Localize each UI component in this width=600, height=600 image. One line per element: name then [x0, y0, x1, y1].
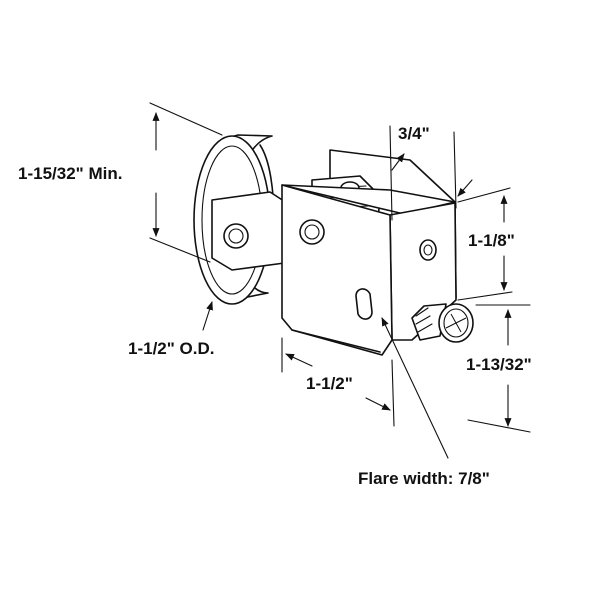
dimension-bracket-depth	[389, 125, 473, 221]
dimension-wheel-diameter	[202, 301, 213, 331]
phillips-cross-icon	[445, 313, 467, 333]
label-upper-height: 1-1/8"	[468, 231, 515, 250]
adjustment-screw	[411, 303, 474, 343]
dimension-bracket-width	[281, 337, 395, 427]
leader-flare-width	[381, 317, 449, 459]
dimension-lower-height	[467, 304, 531, 433]
axle-plate	[211, 191, 293, 271]
label-wheel-diameter: 1-1/2" O.D.	[128, 339, 214, 358]
label-bracket-width: 1-1/2"	[306, 374, 353, 393]
label-wheel-height: 1-15/32" Min.	[18, 164, 122, 183]
dimension-wheel-height	[149, 102, 223, 263]
dimension-upper-height	[457, 187, 513, 301]
label-lower-height: 1-13/32"	[466, 355, 532, 374]
label-flare-width: Flare width: 7/8"	[358, 469, 490, 488]
label-bracket-depth: 3/4"	[398, 124, 430, 143]
